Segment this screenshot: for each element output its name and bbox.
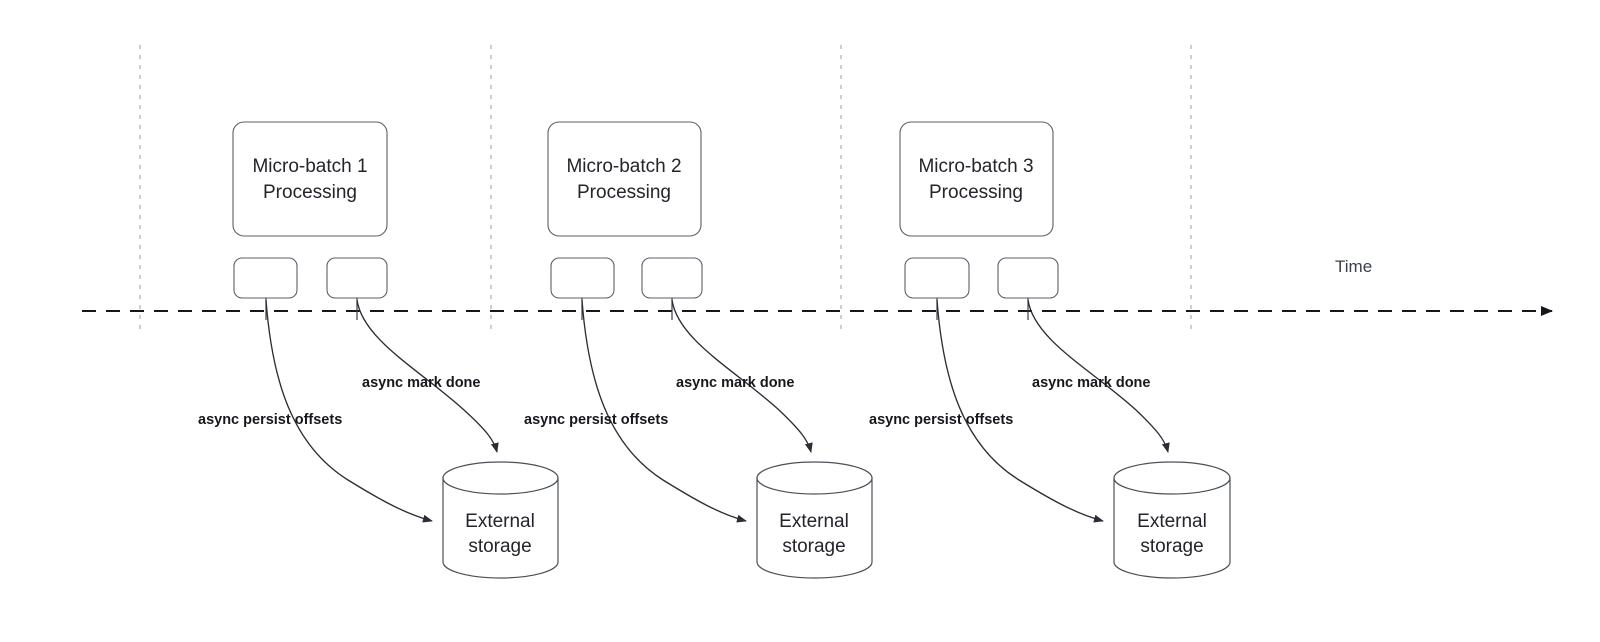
micro-batch-3-box[interactable] — [899, 121, 1054, 237]
mark-done-task-box-3[interactable] — [997, 257, 1059, 299]
external-storage-3[interactable]: External storage — [1113, 461, 1231, 579]
time-dividers — [139, 45, 1192, 330]
external-storage-3-line2: storage — [1140, 536, 1203, 557]
mark-done-flow-1 — [356, 299, 499, 453]
external-storage-2[interactable]: External storage — [756, 461, 873, 579]
persist-offsets-label-2: async persist offsets — [524, 412, 668, 428]
external-storage-1-line2: storage — [468, 536, 531, 557]
micro-batch-1-box[interactable] — [232, 121, 388, 237]
time-axis: Time — [82, 257, 1553, 316]
micro-batch-group-2: Micro-batch 2 Processing async persist o… — [524, 121, 873, 579]
external-storage-2-line2: storage — [782, 536, 845, 557]
persist-offsets-flow-2 — [581, 299, 747, 523]
mark-done-label-1: async mark done — [362, 375, 480, 391]
micro-batch-1-subtitle: Processing — [263, 182, 357, 203]
mark-done-task-box-1[interactable] — [326, 257, 388, 299]
offset-task-box-2[interactable] — [550, 257, 615, 299]
micro-batch-group-3: Micro-batch 3 Processing async persist o… — [869, 121, 1231, 579]
micro-batch-3-title: Micro-batch 3 — [918, 156, 1033, 177]
external-storage-1[interactable]: External storage — [442, 461, 559, 579]
micro-batch-3-subtitle: Processing — [929, 182, 1023, 203]
persist-offsets-flow-1 — [265, 299, 433, 523]
mark-done-flow-2 — [671, 299, 813, 453]
mark-done-label-2: async mark done — [676, 375, 794, 391]
offset-task-box-3[interactable] — [904, 257, 970, 299]
micro-batch-2-box[interactable] — [547, 121, 702, 237]
offset-task-box-1[interactable] — [233, 257, 298, 299]
mark-done-label-3: async mark done — [1032, 375, 1150, 391]
persist-offsets-label-1: async persist offsets — [198, 412, 342, 428]
micro-batch-2-title: Micro-batch 2 — [566, 156, 681, 177]
micro-batch-group-1: Micro-batch 1 Processing async persist o… — [198, 121, 559, 579]
time-axis-label: Time — [1335, 257, 1372, 276]
micro-batch-1-title: Micro-batch 1 — [252, 156, 367, 177]
mark-done-task-box-2[interactable] — [641, 257, 703, 299]
persist-offsets-label-3: async persist offsets — [869, 412, 1013, 428]
persist-offsets-flow-3 — [936, 299, 1104, 523]
external-storage-3-line1: External — [1137, 511, 1207, 532]
external-storage-1-line1: External — [465, 511, 535, 532]
external-storage-2-line1: External — [779, 511, 849, 532]
mark-done-flow-3 — [1027, 299, 1170, 453]
micro-batch-2-subtitle: Processing — [577, 182, 671, 203]
